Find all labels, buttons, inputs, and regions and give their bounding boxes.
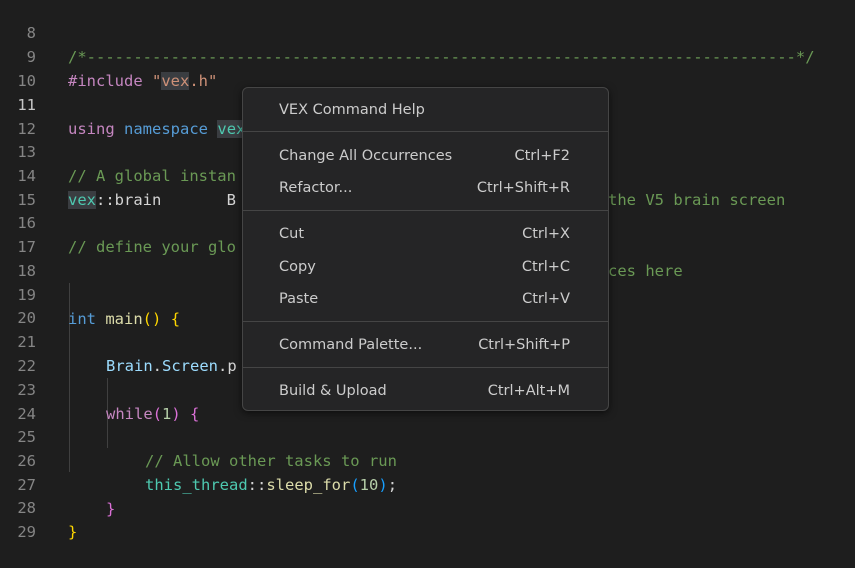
line-number: 20 [17, 309, 36, 327]
code-line: 18 [0, 235, 855, 280]
code-line: 24 [0, 378, 855, 423]
menu-item-label: Paste [279, 291, 319, 307]
code-line: 17 [0, 211, 855, 256]
line-number: 11 [17, 96, 36, 114]
code-text: Brain.Screen.p [106, 357, 237, 375]
menu-separator [243, 367, 608, 368]
code-line: 19 int main() { [0, 259, 855, 328]
menu-item-label: Change All Occurrences [279, 148, 453, 164]
code-line: 21 Brain.Screen.p [0, 306, 855, 375]
code-line: 27 } [0, 449, 855, 518]
menu-item-paste[interactable]: Paste Ctrl+V [243, 284, 608, 314]
code-line: 12 [0, 93, 855, 138]
line-number: 15 [17, 191, 36, 209]
menu-item-label: Build & Upload [279, 383, 387, 399]
word-highlight: vex [68, 191, 96, 209]
code-text: ces here [608, 262, 683, 280]
menu-item-shortcut: Ctrl+X [522, 226, 570, 242]
line-number: 14 [17, 167, 36, 185]
line-number: 16 [17, 214, 36, 232]
code-line: 23 while(1) { [0, 354, 855, 423]
code-line: 13 // A global instan the V5 brain scree… [0, 116, 855, 209]
code-text: /*--------------------------------------… [68, 48, 815, 66]
code-line: 28 } [0, 472, 855, 541]
menu-item-change-all-occurrences[interactable]: Change All Occurrences Ctrl+F2 [243, 141, 608, 171]
code-line: 9 #include "vex.h" [0, 21, 855, 90]
code-line: 15 [0, 164, 855, 209]
line-number: 23 [17, 381, 36, 399]
line-number: 10 [17, 72, 36, 90]
menu-item-shortcut: Ctrl+C [521, 259, 570, 275]
line-number: 17 [17, 238, 36, 256]
code-editor[interactable]: 8 /*------------------------------------… [0, 0, 855, 541]
code-line: 20 [0, 282, 855, 327]
menu-separator [243, 210, 608, 211]
code-text: } [106, 500, 116, 518]
code-text: vex::brain B [68, 191, 236, 209]
menu-item-cut[interactable]: Cut Ctrl+X [243, 219, 608, 249]
code-line: 16 // define your glo ces here [0, 187, 855, 280]
line-number: 19 [17, 286, 36, 304]
menu-item-shortcut: Ctrl+F2 [514, 148, 570, 164]
menu-item-label: Copy [279, 259, 316, 275]
code-text: int main() { [68, 310, 181, 328]
context-menu: VEX Command Help Change All Occurrences … [242, 87, 609, 411]
line-number: 24 [17, 405, 36, 423]
code-text: // Allow other tasks to run [145, 452, 397, 470]
word-highlight: vex [161, 72, 190, 90]
indent-guide [107, 378, 108, 448]
menu-item-label: Refactor... [279, 180, 353, 196]
line-number: 9 [26, 48, 36, 66]
code-text: } [68, 523, 78, 541]
line-number: 29 [17, 523, 36, 541]
menu-item-shortcut: Ctrl+Alt+M [487, 383, 570, 399]
code-line: 14 vex::brain B [0, 140, 855, 209]
menu-item-shortcut: Ctrl+Shift+P [478, 337, 570, 353]
menu-item-label: Cut [279, 226, 304, 242]
line-number: 28 [17, 499, 36, 517]
line-number: 26 [17, 452, 36, 470]
code-line: 25 // Allow other tasks to run [0, 401, 855, 470]
menu-item-vex-command-help[interactable]: VEX Command Help [243, 95, 608, 125]
menu-item-label: VEX Command Help [279, 102, 425, 118]
code-text: while(1) { [106, 405, 200, 423]
code-line: 10 [0, 45, 855, 90]
menu-separator [243, 321, 608, 322]
menu-item-copy[interactable]: Copy Ctrl+C [243, 252, 608, 282]
code-text: // A global instan [68, 167, 236, 185]
menu-item-command-palette[interactable]: Command Palette... Ctrl+Shift+P [243, 330, 608, 360]
code-line: 26 this_thread::sleep_for(10); [0, 425, 855, 494]
line-number: 8 [26, 24, 36, 42]
line-number: 27 [17, 476, 36, 494]
line-number: 13 [17, 143, 36, 161]
code-text: the V5 brain screen [608, 191, 786, 209]
code-line: 8 /*------------------------------------… [0, 0, 855, 66]
code-text: #include "vex.h" [68, 72, 218, 90]
line-number: 21 [17, 333, 36, 351]
line-number: 22 [17, 357, 36, 375]
code-line: 29 [0, 496, 855, 541]
line-number: 18 [17, 262, 36, 280]
menu-separator [243, 131, 608, 132]
menu-item-label: Command Palette... [279, 337, 423, 353]
menu-item-shortcut: Ctrl+V [522, 291, 570, 307]
code-text: // define your glo [68, 238, 236, 256]
line-number: 25 [17, 428, 36, 446]
code-line: 22 [0, 330, 855, 375]
word-highlight: vex [217, 120, 246, 138]
code-text: this_thread::sleep_for(10); [145, 476, 398, 494]
line-number: 12 [17, 120, 36, 138]
menu-item-shortcut: Ctrl+Shift+R [476, 180, 570, 196]
menu-item-refactor[interactable]: Refactor... Ctrl+Shift+R [243, 173, 608, 203]
indent-guide [69, 283, 70, 472]
menu-item-build-upload[interactable]: Build & Upload Ctrl+Alt+M [243, 376, 608, 406]
